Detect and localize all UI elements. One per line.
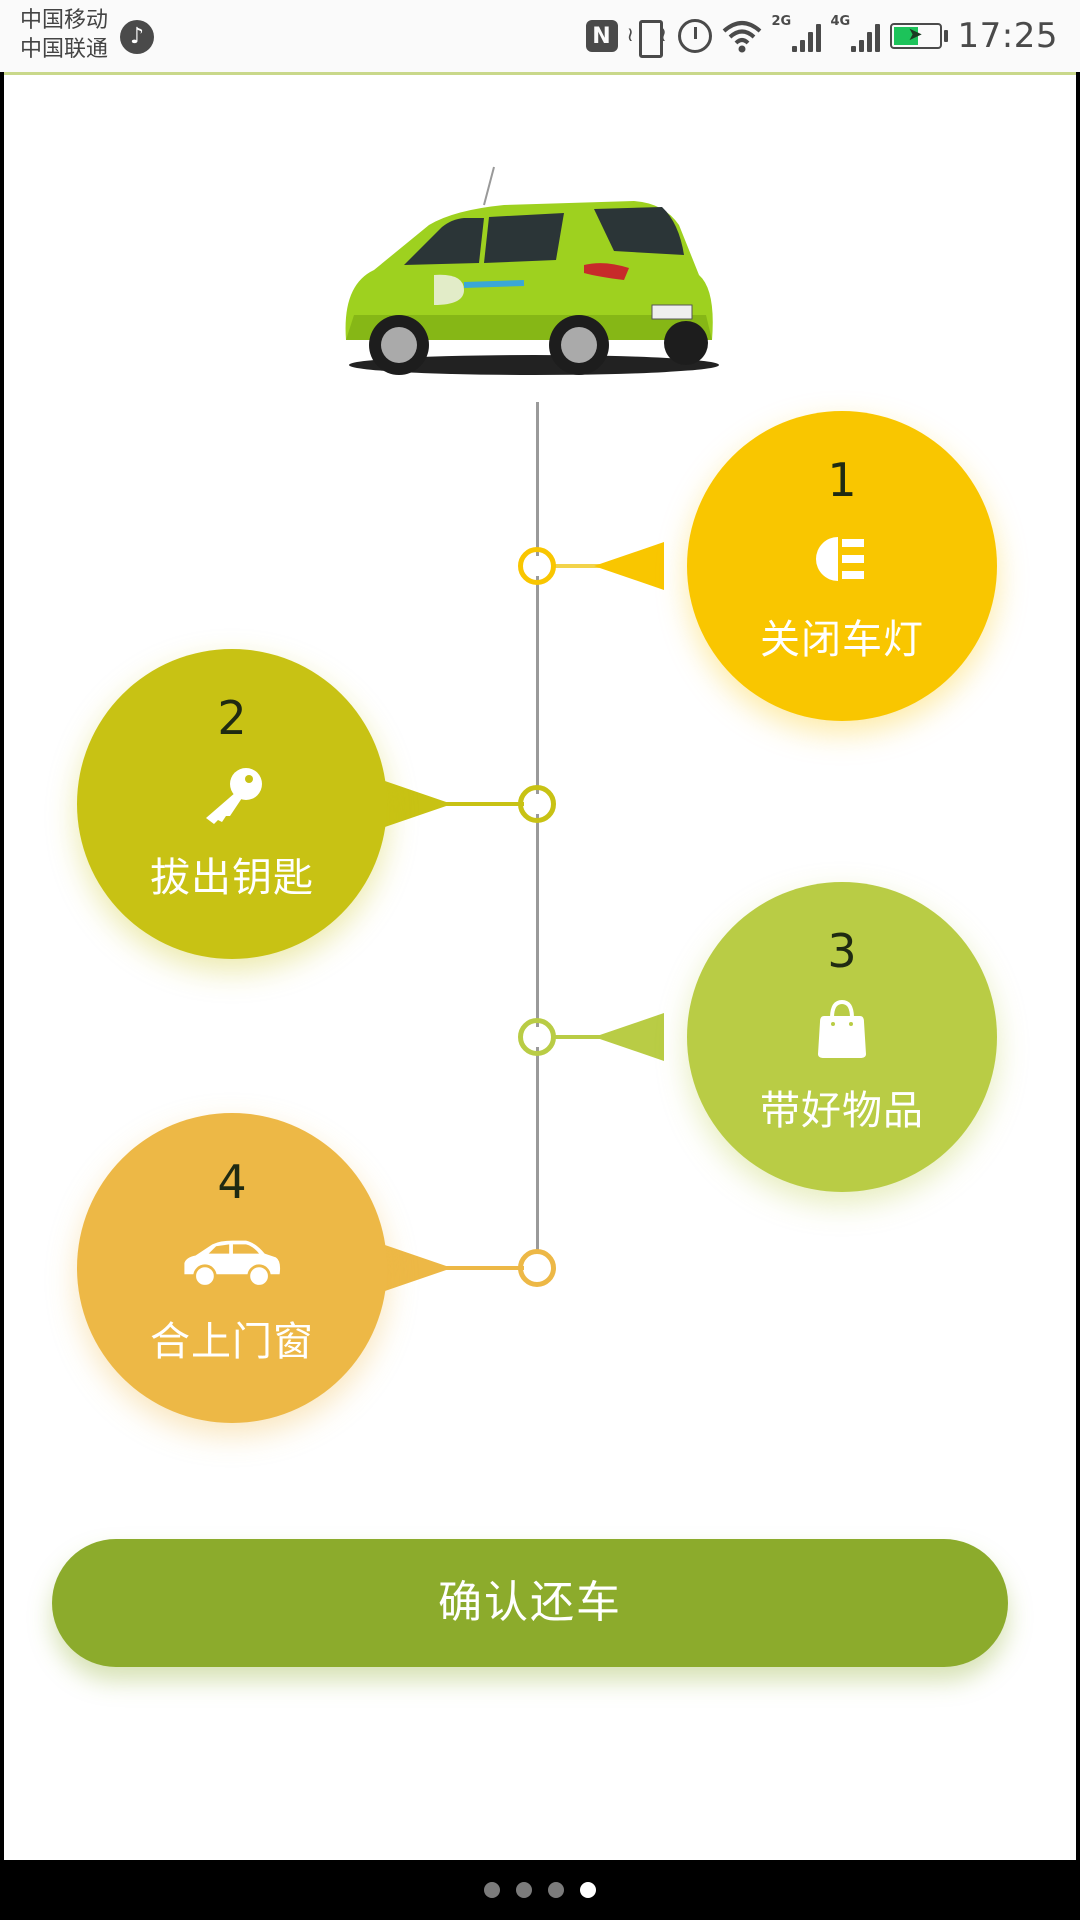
bag-icon [818, 999, 866, 1058]
timeline-line [536, 402, 539, 1252]
step-1-plus-icon[interactable] [518, 547, 556, 585]
car-image [345, 166, 719, 375]
car-icon [184, 1240, 281, 1288]
step-2-connector [434, 802, 524, 806]
confirm-return-car-button[interactable]: 确认还车 [52, 1539, 1008, 1667]
step-2-plus-icon[interactable] [518, 785, 556, 823]
page-dot-3[interactable] [548, 1882, 564, 1898]
status-bar: 中国移动 中国联通 ♪ N 2G 4G ➤ 17:25 [0, 0, 1080, 72]
step-2-pointer [382, 780, 452, 828]
music-note-icon: ♪ [120, 20, 154, 54]
step-4-label: 合上门窗 [150, 1319, 314, 1365]
step-4-plus-icon[interactable] [518, 1249, 556, 1287]
step-3-bubble: 3 带好物品 [687, 882, 997, 1192]
signal-4g-icon: 4G [831, 14, 880, 52]
headlight-icon [816, 537, 864, 581]
step-1-bubble: 1 关闭车灯 [687, 411, 997, 721]
step-3-number: 3 [827, 924, 857, 978]
step-2-label: 拔出钥匙 [150, 855, 314, 901]
page-dot-1[interactable] [484, 1882, 500, 1898]
step-4-number: 4 [217, 1155, 247, 1209]
nfc-icon: N [585, 20, 618, 52]
step-1-number: 1 [827, 453, 857, 507]
carrier-1: 中国移动 [20, 8, 109, 33]
step-4-bubble: 4 合上门窗 [77, 1113, 387, 1423]
step-3-plus-icon[interactable] [518, 1018, 556, 1056]
step-1-pointer [594, 542, 664, 590]
battery-charging-icon: ➤ [889, 23, 948, 49]
step-3-pointer [594, 1013, 664, 1061]
alarm-icon [677, 19, 712, 53]
clock: 17:25 [957, 16, 1058, 56]
step-4-pointer [382, 1244, 452, 1292]
carrier-2: 中国联通 [20, 37, 109, 62]
step-2-bubble: 2 拔出钥匙 [77, 649, 387, 959]
step-3-label: 带好物品 [760, 1088, 924, 1134]
page-dot-2[interactable] [516, 1882, 532, 1898]
key-icon [206, 768, 262, 824]
wifi-icon [722, 19, 762, 53]
step-4-connector [434, 1266, 524, 1270]
page-indicator-bar [0, 1860, 1080, 1920]
step-1-label: 关闭车灯 [760, 617, 924, 663]
return-car-checklist: 1 关闭车灯 2 拔出钥匙 3 [4, 72, 1076, 1860]
page-indicator [0, 1882, 1080, 1898]
signal-2g-icon: 2G [772, 14, 821, 52]
carrier-labels: 中国移动 中国联通 [20, 6, 108, 64]
vibrate-icon [627, 19, 668, 58]
step-2-number: 2 [217, 691, 247, 745]
page-dot-4-active[interactable] [580, 1882, 596, 1898]
